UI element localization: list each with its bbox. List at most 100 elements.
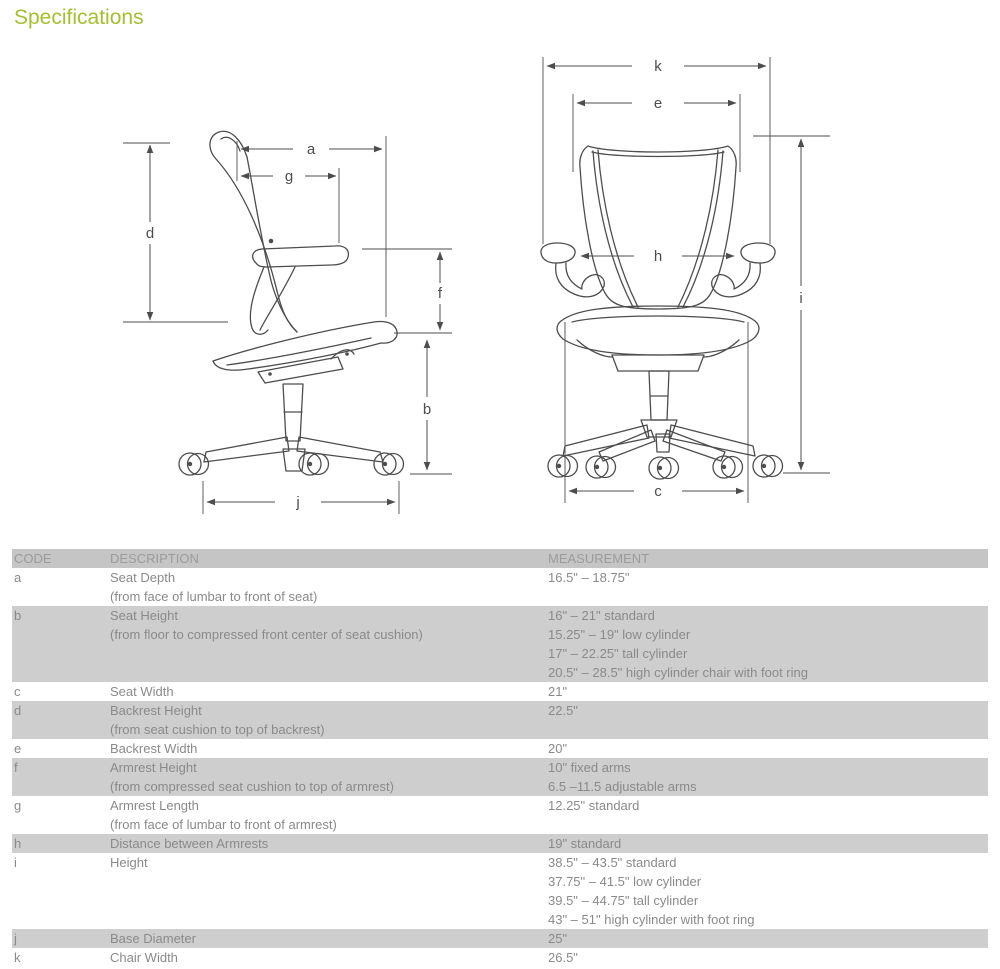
side-tilt-lever <box>330 349 355 360</box>
front-arm-loop-left <box>573 274 605 298</box>
dim-label-e: e <box>654 95 662 112</box>
front-backrest-top-inner <box>591 151 725 158</box>
measurement-line: 20" <box>548 741 568 756</box>
row-code: b <box>12 606 110 682</box>
front-mechanism-wing <box>576 339 613 358</box>
table-header-row: CODE DESCRIPTION MEASUREMENT <box>12 549 988 568</box>
side-mechanism <box>257 356 344 384</box>
row-description: Height <box>110 853 548 929</box>
row-code: h <box>12 834 110 853</box>
dim-label-d: d <box>146 225 154 242</box>
side-armrest-support-back <box>249 266 269 335</box>
measurement-line: 43" – 51" high cylinder with foot ring <box>548 912 755 927</box>
dim-label-h: h <box>654 248 662 265</box>
description-line: Seat Width <box>110 684 174 699</box>
description-line: (from face of lumbar to front of seat) <box>110 589 318 604</box>
caster-wheel <box>298 452 330 476</box>
col-header-description: DESCRIPTION <box>110 549 548 568</box>
side-armrest-support <box>259 266 296 331</box>
side-gas-cylinder <box>282 383 304 442</box>
row-description: Backrest Width <box>110 739 548 758</box>
row-description: Seat Width <box>110 682 548 701</box>
measurement-line: 38.5" – 43.5" standard <box>548 855 677 870</box>
description-line: (from compressed seat cushion to top of … <box>110 779 394 794</box>
side-headrest-detail <box>220 136 241 152</box>
table-row-i: i Height 38.5" – 43.5" standard 37.75" –… <box>12 853 988 929</box>
row-code: d <box>12 701 110 739</box>
table-row-k: k Chair Width 26.5" <box>12 948 988 967</box>
description-line: Distance between Armrests <box>110 836 269 851</box>
row-code: k <box>14 950 21 965</box>
description-line: (from seat cushion to top of backrest) <box>110 722 325 737</box>
row-measurement: 16" – 21" standard 15.25" – 19" low cyli… <box>548 606 988 682</box>
front-arm-loop-right <box>711 274 743 298</box>
dim-label-a: a <box>307 141 316 158</box>
description-line: Backrest Height <box>110 703 202 718</box>
row-description: Seat Height (from floor to compressed fr… <box>110 606 548 682</box>
description-line: Base Diameter <box>110 931 196 946</box>
measurement-line: 16" – 21" standard <box>548 608 655 623</box>
row-code: f <box>12 758 110 796</box>
side-seat-seam <box>226 337 372 366</box>
side-seat-bottom <box>212 342 382 371</box>
table-row-b: b Seat Height (from floor to compressed … <box>12 606 988 682</box>
front-arm-support-left <box>554 262 575 295</box>
side-base-leg-left <box>203 436 290 463</box>
measurement-line: 15.25" – 19" low cylinder <box>548 627 691 642</box>
description-line: (from face of lumbar to front of armrest… <box>110 817 337 832</box>
row-measurement: 25" <box>548 929 988 948</box>
col-header-code: CODE <box>12 549 110 568</box>
row-description: Armrest Height (from compressed seat cus… <box>110 758 548 796</box>
page-title: Specifications <box>14 6 144 29</box>
side-lever-bolt <box>345 352 349 356</box>
front-base-leg <box>598 429 656 462</box>
table-row-a: a Seat Depth (from face of lumbar to fro… <box>12 568 988 606</box>
dim-label-b: b <box>423 401 431 418</box>
measurement-line: 19" standard <box>548 836 622 851</box>
measurement-line: 17" – 22.25" tall cylinder <box>548 646 688 661</box>
description-line: Backrest Width <box>110 741 198 756</box>
row-code: e <box>14 741 22 756</box>
front-frame-right <box>682 150 724 308</box>
caster-wheel <box>178 452 210 476</box>
description-line: (from floor to compressed front center o… <box>110 627 423 642</box>
side-backrest-pivot <box>268 238 274 244</box>
chair-front-view-drawing <box>540 145 784 480</box>
description-line: Chair Width <box>110 950 178 965</box>
measurement-line: 25" <box>548 931 568 946</box>
front-mechanism <box>611 354 705 372</box>
chair-diagram-area: Specifications <box>14 6 830 514</box>
row-measurement: 21" <box>548 682 988 701</box>
table-row-g: g Armrest Length (from face of lumbar to… <box>12 796 988 834</box>
front-backrest-outline <box>579 145 737 310</box>
caster-wheel <box>712 455 744 479</box>
front-base-leg <box>662 429 726 462</box>
measurement-line: 6.5 –11.5 adjustable arms <box>548 779 697 794</box>
table-row-j: j Base Diameter 25" <box>12 929 988 948</box>
side-backrest-front-edge <box>246 156 298 333</box>
side-backrest <box>209 130 298 333</box>
front-seat-seam <box>571 315 745 323</box>
front-armrest-pad-right <box>740 242 776 264</box>
table-row-h: h Distance between Armrests 19" standard <box>12 834 988 853</box>
description-line: Seat Height <box>110 608 178 623</box>
measurement-line: 39.5" – 44.75" tall cylinder <box>548 893 699 908</box>
dim-label-i: i <box>799 290 802 307</box>
row-description: Distance between Armrests <box>110 834 548 853</box>
measurement-line: 22.5" <box>548 703 578 718</box>
row-measurement: 22.5" <box>548 701 988 739</box>
front-frame-right <box>677 149 719 308</box>
side-mechanism-bolt <box>268 372 272 376</box>
side-base-foot <box>282 448 306 472</box>
row-measurement: 12.25" standard <box>548 796 988 834</box>
dim-label-g: g <box>285 168 293 185</box>
spec-table: CODE DESCRIPTION MEASUREMENT a Seat Dept… <box>12 549 988 967</box>
measurement-line: 21" <box>548 684 568 699</box>
side-seat-top <box>212 320 398 362</box>
row-measurement: 38.5" – 43.5" standard 37.75" – 41.5" lo… <box>548 853 988 929</box>
front-base-hub <box>640 419 678 438</box>
row-code: g <box>14 798 22 813</box>
measurement-line: 10" fixed arms <box>548 760 631 775</box>
front-arm-support-left <box>565 262 583 290</box>
front-base-leg <box>562 424 650 457</box>
